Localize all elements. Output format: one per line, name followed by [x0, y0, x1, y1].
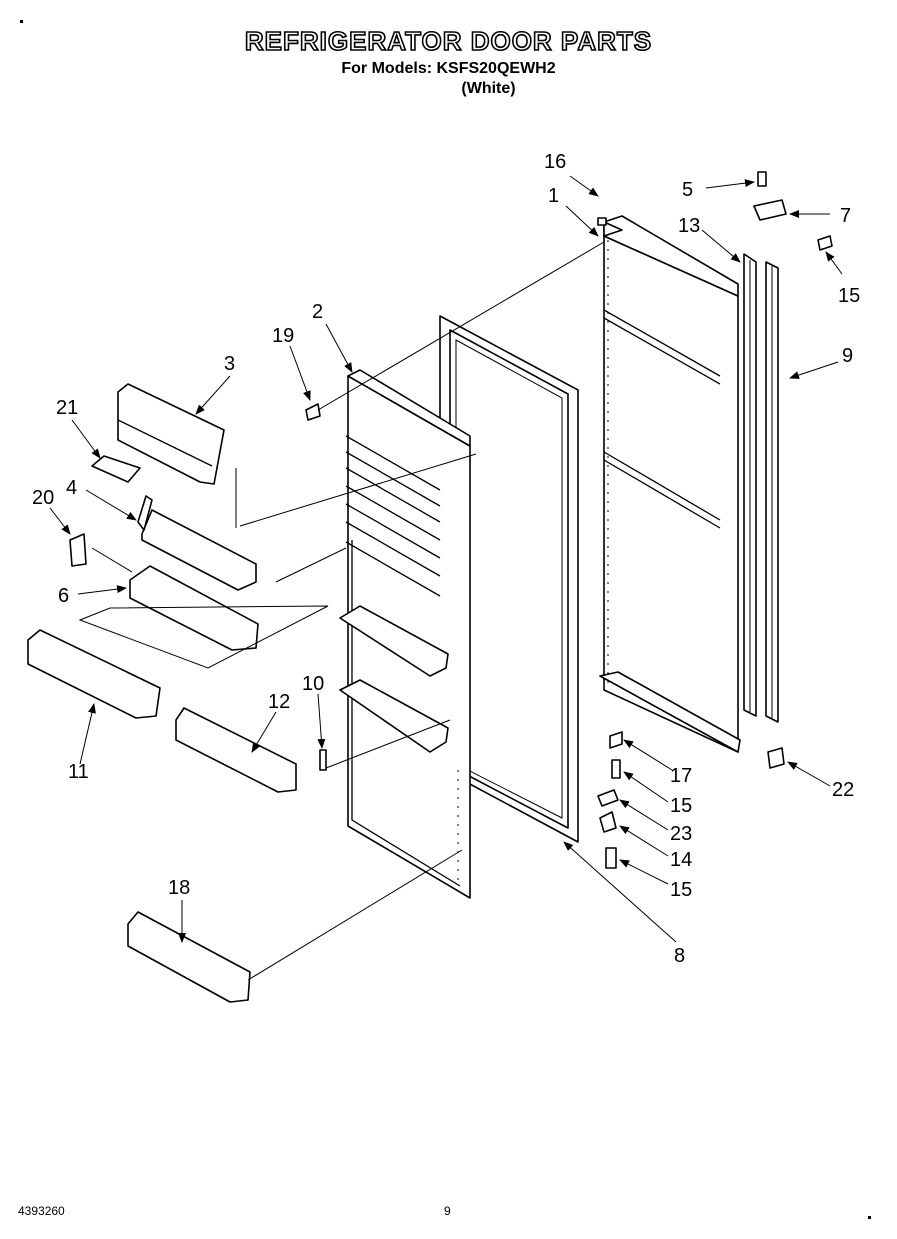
callout-6: 6 — [58, 585, 69, 607]
callout-16: 17 — [670, 765, 692, 787]
callout-1: 1 — [548, 185, 559, 207]
door-gasket — [439, 315, 579, 843]
callout-15-top: 15 — [838, 285, 860, 307]
inner-door-liner — [339, 369, 471, 899]
page-title: REFRIGERATOR DOOR PARTS — [244, 25, 653, 57]
callout-18: 16 — [544, 151, 566, 173]
callout-17: 18 — [168, 877, 190, 899]
callout-21: 20 — [32, 487, 54, 509]
callout-20: 22 — [832, 779, 854, 801]
callout-5: 5 — [682, 179, 693, 201]
callout-19: 19 — [272, 325, 294, 347]
callout-11: 11 — [68, 761, 89, 783]
corner-mark-bottom — [868, 1216, 871, 1219]
callout-22: 21 — [56, 397, 78, 419]
corner-mark-top — [20, 20, 23, 23]
callout-labels: 16 1 5 7 13 15 9 2 19 3 21 4 20 6 10 12 … — [32, 151, 860, 967]
door-trim-strips — [743, 253, 779, 723]
callout-23: 23 — [670, 823, 692, 845]
callout-12: 12 — [268, 691, 290, 713]
document-number: 4393260 — [18, 1204, 65, 1218]
callout-9: 9 — [842, 345, 853, 367]
color-line: (White) — [461, 80, 516, 97]
callout-3: 3 — [224, 353, 235, 375]
models-line: For Models: KSFS20QEWH2 — [341, 60, 556, 77]
outer-door-panel — [597, 215, 741, 753]
callout-13: 13 — [678, 215, 700, 237]
callout-15-mid: 15 — [670, 795, 692, 817]
callout-8: 8 — [674, 945, 685, 967]
leader-lines — [91, 241, 605, 981]
bins-and-shelves — [27, 383, 329, 1003]
callout-15-bottom: 15 — [670, 879, 692, 901]
callout-4: 4 — [66, 477, 77, 499]
callout-2: 2 — [312, 301, 323, 323]
callout-7: 7 — [840, 205, 851, 227]
callout-10: 10 — [302, 673, 324, 695]
callout-arrows — [49, 175, 843, 943]
page-number: 9 — [444, 1204, 451, 1218]
hardware — [305, 171, 833, 869]
callout-14: 14 — [670, 849, 692, 871]
